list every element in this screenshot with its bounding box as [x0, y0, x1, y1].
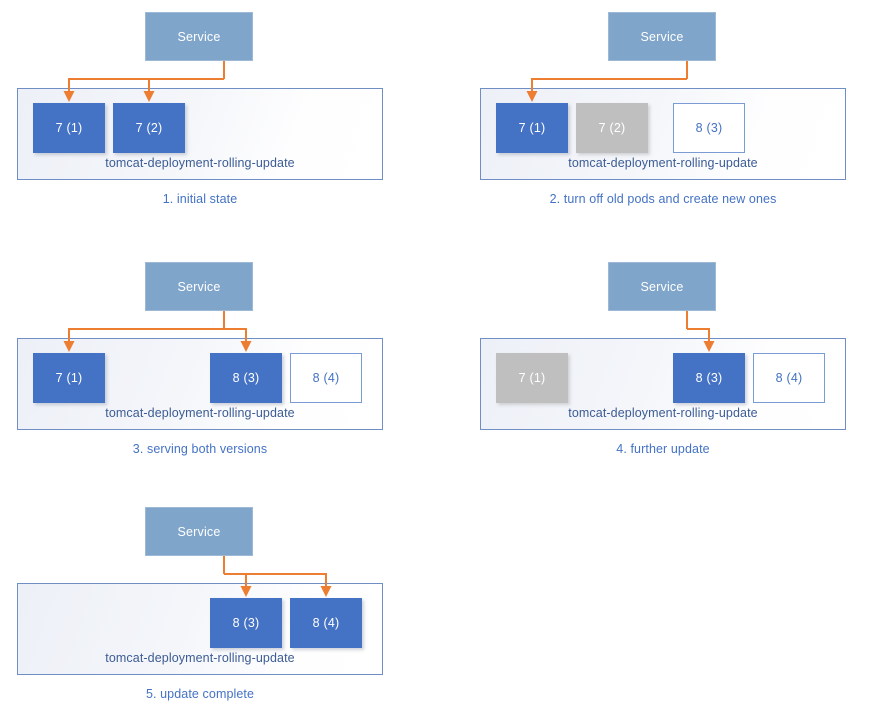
deployment-label: tomcat-deployment-rolling-update: [105, 406, 295, 420]
pod-active[interactable]: 8 (4): [290, 598, 362, 648]
deployment-label: tomcat-deployment-rolling-update: [568, 406, 758, 420]
panel-caption: 2. turn off old pods and create new ones: [549, 192, 777, 206]
pod-active[interactable]: 7 (2): [113, 103, 185, 153]
pod-pending[interactable]: 8 (4): [290, 353, 362, 403]
service-box[interactable]: Service: [145, 262, 253, 311]
service-box[interactable]: Service: [145, 507, 253, 556]
pod-active[interactable]: 8 (3): [673, 353, 745, 403]
pod-active[interactable]: 7 (1): [496, 103, 568, 153]
panel-caption: 1. initial state: [162, 192, 238, 206]
service-box[interactable]: Service: [608, 12, 716, 61]
service-box[interactable]: Service: [608, 262, 716, 311]
deployment-label: tomcat-deployment-rolling-update: [105, 156, 295, 170]
panel-caption: 4. further update: [616, 442, 710, 456]
deployment-label: tomcat-deployment-rolling-update: [105, 651, 295, 665]
pod-active[interactable]: 7 (1): [33, 103, 105, 153]
pod-active[interactable]: 8 (3): [210, 353, 282, 403]
panel-caption: 3. serving both versions: [132, 442, 268, 456]
pod-terminating[interactable]: 7 (1): [496, 353, 568, 403]
pod-pending[interactable]: 8 (3): [673, 103, 745, 153]
pod-pending[interactable]: 8 (4): [753, 353, 825, 403]
panel-caption: 5. update complete: [145, 687, 255, 701]
pod-active[interactable]: 7 (1): [33, 353, 105, 403]
pod-terminating[interactable]: 7 (2): [576, 103, 648, 153]
pod-active[interactable]: 8 (3): [210, 598, 282, 648]
service-box[interactable]: Service: [145, 12, 253, 61]
deployment-label: tomcat-deployment-rolling-update: [568, 156, 758, 170]
panel-5: tomcat-deployment-rolling-update 8 (3)8 (…: [0, 495, 435, 725]
